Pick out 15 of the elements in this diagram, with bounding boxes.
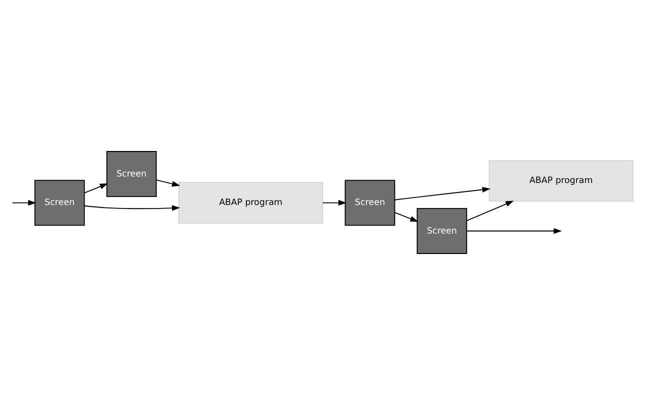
node-box: Screen xyxy=(106,150,157,197)
arrow xyxy=(156,178,180,186)
node-box: Screen xyxy=(416,207,468,254)
arrow xyxy=(84,182,108,193)
arrow xyxy=(466,228,562,234)
node-box: ABAP program xyxy=(488,160,634,202)
node-box: ABAP program xyxy=(178,182,324,223)
arrow xyxy=(394,211,418,222)
node-box: Screen xyxy=(344,179,396,226)
arrow xyxy=(322,199,347,206)
node-box: Screen xyxy=(34,179,85,226)
arrow xyxy=(84,204,180,210)
arrow xyxy=(394,186,490,200)
arrow xyxy=(466,200,514,221)
arrow xyxy=(12,199,36,206)
